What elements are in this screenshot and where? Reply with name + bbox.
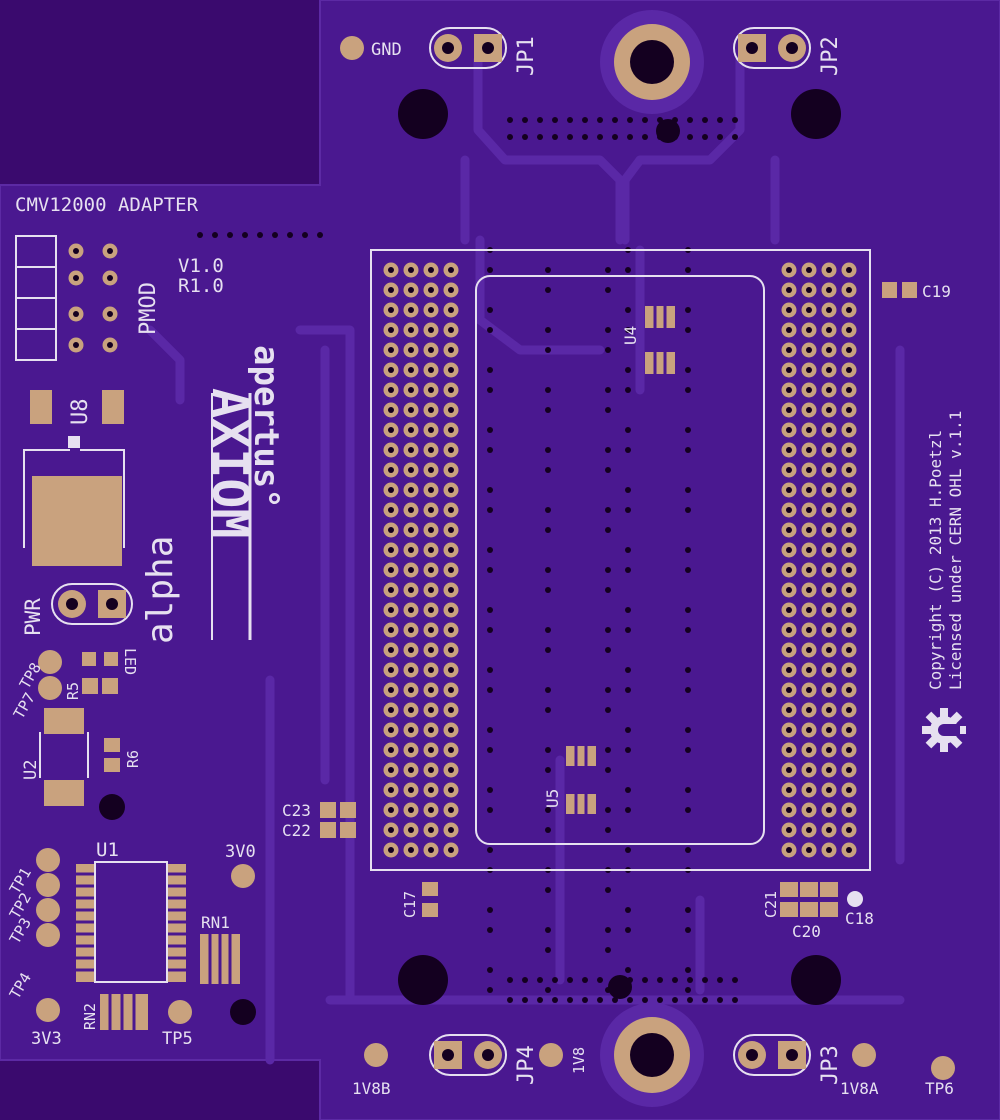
r6-label: R6 (124, 750, 142, 768)
copper-pour-top-left-cutout (0, 0, 318, 183)
test-points (36, 36, 955, 1080)
tp4-pad (36, 923, 60, 947)
3v0-label: 3V0 (225, 842, 256, 862)
1v8b-label: 1V8B (352, 1079, 391, 1098)
tp1-pad (36, 848, 60, 872)
jp1-label: JP1 (514, 36, 539, 76)
brand-label: apertus° (246, 345, 286, 509)
rn2-label: RN2 (81, 1003, 99, 1030)
rn1-label: RN1 (201, 913, 230, 932)
jp2-label: JP2 (818, 36, 843, 76)
1v8a-pad (852, 1043, 876, 1067)
led-label: LED (121, 648, 139, 675)
ic-pin-lines (76, 306, 667, 1030)
3v3-label: 3V3 (31, 1029, 62, 1049)
c17-label: C17 (401, 891, 419, 918)
mounting-holes (99, 10, 841, 1107)
1v8b-pad (364, 1043, 388, 1067)
c23-label: C23 (282, 801, 311, 820)
c18-label: C18 (845, 909, 874, 928)
r5-label: R5 (64, 682, 82, 700)
tp7-pad (38, 676, 62, 700)
c22-label: C22 (282, 821, 311, 840)
tp6-label: TP6 (925, 1079, 954, 1098)
tp3-pad (36, 898, 60, 922)
gnd-pad (340, 36, 364, 60)
pmod-label: PMOD (136, 282, 161, 335)
1v8-pad (539, 1043, 563, 1067)
product-label: AXIOM (201, 388, 259, 539)
silkscreen-text: CMV12000 ADAPTER V1.0 R1.0 GND JP1 JP2 J… (6, 36, 965, 1098)
version-label-2: R1.0 (178, 275, 224, 297)
connector-pin-grids (68, 243, 857, 858)
open-hardware-gear-icon (922, 708, 966, 752)
via-grid (197, 117, 738, 1003)
tp8-pad (38, 650, 62, 674)
c21-label: C21 (762, 891, 780, 918)
3v0-pad (231, 864, 255, 888)
tp5-pad (168, 1000, 192, 1024)
u8-label: U8 (68, 399, 93, 426)
1v8-label: 1V8 (570, 1047, 588, 1074)
jp3-label: JP3 (818, 1045, 843, 1085)
version-label-1: V1.0 (178, 255, 224, 277)
jumpers (51, 27, 811, 1076)
gnd-label: GND (371, 40, 402, 60)
board-title: CMV12000 ADAPTER (15, 194, 199, 216)
edition-label: alpha (140, 536, 181, 644)
jp4-label: JP4 (514, 1045, 539, 1085)
1v8a-label: 1V8A (840, 1079, 879, 1098)
c20-label: C20 (792, 922, 821, 941)
c18-pad (847, 891, 863, 907)
pwr-label: PWR (21, 598, 45, 636)
3v3-pad (36, 998, 60, 1022)
tp6-pad (931, 1056, 955, 1080)
c19-label: C19 (922, 282, 951, 301)
u1-label: U1 (96, 839, 119, 861)
u2-label: U2 (21, 760, 41, 780)
u5-label: U5 (543, 789, 562, 808)
tp5-label: TP5 (162, 1029, 193, 1049)
tp2-pad (36, 873, 60, 897)
u4-label: U4 (621, 326, 640, 345)
license-label: Licensed under CERN OHL v.1.1 (946, 411, 965, 690)
copyright-label: Copyright (C) 2013 H.Poetzl (926, 430, 945, 690)
silkscreen-outlines (15, 235, 871, 983)
